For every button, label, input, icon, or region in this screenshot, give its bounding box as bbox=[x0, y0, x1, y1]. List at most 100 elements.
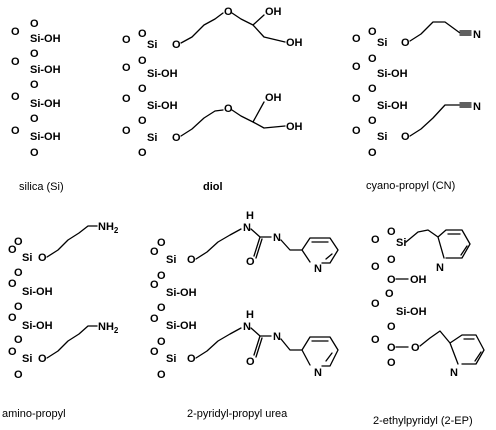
atom-si: Si bbox=[377, 131, 387, 143]
atom-si-oh: Si-OH bbox=[166, 287, 197, 299]
structure-diol: O O Si O O OH OH O O Si-OH O O Si-OH O O… bbox=[122, 6, 303, 193]
atom-nh2: NH2 bbox=[98, 321, 119, 335]
atom-o: O bbox=[371, 234, 380, 246]
atom-o: O bbox=[14, 236, 23, 248]
atom-si: Si bbox=[147, 39, 157, 51]
atom-si-oh: Si-OH bbox=[30, 33, 61, 45]
atom-si-oh: Si-OH bbox=[147, 100, 178, 112]
atom-si-oh: Si-OH bbox=[147, 68, 178, 80]
atom-o: O bbox=[401, 37, 410, 49]
atom-o: O bbox=[224, 6, 233, 18]
atom-o: O bbox=[387, 254, 396, 266]
atom-si-oh: Si-OH bbox=[396, 306, 427, 318]
structure-silica: O O Si-OH O O Si-OH O O Si-OH O O Si-OH … bbox=[11, 18, 64, 193]
atom-o: O bbox=[30, 18, 39, 30]
atom-n: N bbox=[436, 262, 444, 274]
atom-o: O bbox=[38, 252, 47, 264]
triple-bond bbox=[459, 30, 472, 36]
atom-o: O bbox=[246, 256, 255, 268]
atom-o: O bbox=[38, 353, 47, 365]
caption-silica: silica (Si) bbox=[19, 181, 64, 193]
atom-o: O bbox=[246, 356, 255, 368]
atom-nh2: NH2 bbox=[98, 221, 119, 235]
atom-o: O bbox=[30, 147, 39, 159]
atom-o: O bbox=[11, 56, 20, 68]
atom-o: O bbox=[8, 278, 17, 290]
bond-lines bbox=[46, 225, 98, 258]
atom-o: O bbox=[14, 301, 23, 313]
atom-o: O bbox=[368, 115, 377, 127]
atom-n: N bbox=[473, 29, 481, 41]
atom-o: O bbox=[14, 334, 23, 346]
atom-o: O bbox=[352, 61, 361, 73]
atom-si-oh: Si-OH bbox=[22, 286, 53, 298]
atom-o: O bbox=[150, 246, 159, 258]
structure-cyano-propyl: O O Si O N O O Si-OH O O Si-OH O O Si O … bbox=[352, 21, 481, 192]
atom-o: O bbox=[368, 26, 377, 38]
caption-diol: diol bbox=[203, 181, 223, 193]
atom-o: O bbox=[187, 254, 196, 266]
atom-o: O bbox=[157, 270, 166, 282]
atom-si: Si bbox=[147, 132, 157, 144]
atom-o: O bbox=[122, 93, 131, 105]
atom-o: O bbox=[8, 312, 17, 324]
atom-o: O bbox=[122, 62, 131, 74]
atom-o: O bbox=[138, 28, 147, 40]
atom-si-oh: Si-OH bbox=[30, 64, 61, 76]
nh2-main: NH bbox=[98, 321, 114, 333]
nh2-subscript: 2 bbox=[114, 326, 119, 335]
atom-o: O bbox=[14, 267, 23, 279]
atom-o: O bbox=[387, 226, 396, 238]
atom-o: O bbox=[8, 346, 17, 358]
atom-o: O bbox=[150, 279, 159, 291]
atom-n: N bbox=[273, 331, 281, 343]
atom-si-oh: Si-OH bbox=[377, 68, 408, 80]
atom-oh: OH bbox=[265, 92, 282, 104]
bond-lines bbox=[409, 104, 472, 137]
atom-o: O bbox=[352, 33, 361, 45]
atom-o: O bbox=[14, 369, 23, 381]
atom-o: O bbox=[11, 125, 20, 137]
atom-o: O bbox=[157, 302, 166, 314]
atom-si: Si bbox=[377, 37, 387, 49]
atom-o: O bbox=[8, 244, 17, 256]
atom-o: O bbox=[138, 55, 147, 67]
atom-o: O bbox=[11, 91, 20, 103]
atom-o: O bbox=[368, 53, 377, 65]
nh2-subscript: 2 bbox=[114, 226, 119, 235]
atom-o: O bbox=[368, 147, 377, 159]
atom-n: N bbox=[243, 222, 251, 234]
bond-lines bbox=[180, 101, 286, 137]
atom-n: N bbox=[273, 232, 281, 244]
atom-si: Si bbox=[22, 252, 32, 264]
atom-o: O bbox=[371, 334, 380, 346]
atom-o: O bbox=[172, 39, 181, 51]
atom-o: O bbox=[138, 83, 147, 95]
atom-o: O bbox=[411, 342, 420, 354]
atom-o: O bbox=[387, 342, 396, 354]
atom-o: O bbox=[387, 274, 396, 286]
bond-lines bbox=[195, 228, 339, 264]
atom-h: H bbox=[246, 210, 254, 222]
atom-o: O bbox=[187, 353, 196, 365]
nh2-main: NH bbox=[98, 221, 114, 233]
bond-lines bbox=[405, 229, 471, 259]
atom-si: Si bbox=[22, 353, 32, 365]
atom-oh: OH bbox=[286, 121, 303, 133]
atom-oh: OH bbox=[265, 6, 282, 18]
atom-o: O bbox=[138, 115, 147, 127]
atom-o: O bbox=[401, 131, 410, 143]
atom-oh: OH bbox=[410, 274, 427, 286]
atom-si: Si bbox=[396, 237, 406, 249]
bond-lines bbox=[409, 21, 472, 42]
structure-amino-propyl: O O Si O NH2 O O Si-OH O O Si-OH O O Si … bbox=[2, 221, 119, 420]
caption-pyridyl-propyl-urea: 2-pyridyl-propyl urea bbox=[187, 408, 288, 420]
atom-o: O bbox=[385, 288, 394, 300]
structure-ethylpyridyl: O O Si O N O O OH O O Si-OH O O O O O N … bbox=[371, 226, 485, 427]
structure-pyridyl-propyl-urea: O O Si O H N O N N O O Si-OH O O Si-OH O… bbox=[150, 210, 339, 420]
atom-oh: OH bbox=[286, 37, 303, 49]
atom-o: O bbox=[224, 103, 233, 115]
atom-si-oh: Si-OH bbox=[22, 320, 53, 332]
